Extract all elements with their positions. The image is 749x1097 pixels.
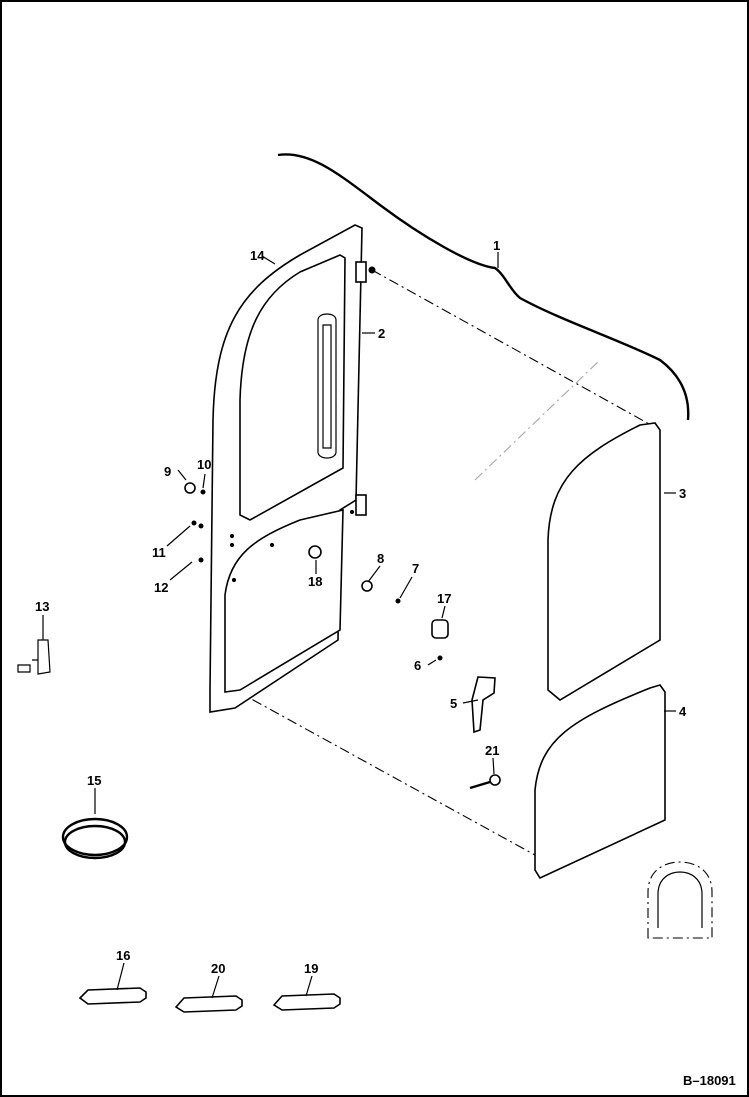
callout-1: 1 xyxy=(493,238,500,253)
callout-15: 15 xyxy=(87,773,101,788)
hardware-parts xyxy=(17,482,501,860)
callout-2: 2 xyxy=(378,326,385,341)
leader-lines xyxy=(42,252,676,999)
callout-9: 9 xyxy=(164,464,171,479)
callout-12: 12 xyxy=(154,580,168,595)
sealant-tubes xyxy=(78,987,341,1013)
callout-17: 17 xyxy=(437,591,451,606)
callout-11: 11 xyxy=(152,545,166,560)
lower-glass-panel xyxy=(534,684,666,880)
orientation-symbol xyxy=(647,861,713,939)
callout-19: 19 xyxy=(304,961,318,976)
callout-4: 4 xyxy=(679,704,687,719)
callout-6: 6 xyxy=(414,658,421,673)
callout-18: 18 xyxy=(308,574,322,589)
callout-8: 8 xyxy=(377,551,384,566)
callout-21: 21 xyxy=(485,743,499,758)
figure-number: B–18091 xyxy=(683,1073,736,1088)
door-frame xyxy=(209,224,376,713)
callout-7: 7 xyxy=(412,561,419,576)
callouts: 1 2 3 4 5 6 7 8 9 10 11 12 13 14 15 16 1… xyxy=(35,238,687,976)
callout-3: 3 xyxy=(679,486,686,501)
callout-10: 10 xyxy=(197,457,211,472)
cab-outline xyxy=(234,153,690,856)
callout-20: 20 xyxy=(211,961,225,976)
upper-glass-panel xyxy=(547,422,661,701)
callout-13: 13 xyxy=(35,599,49,614)
callout-5: 5 xyxy=(450,696,457,711)
callout-16: 16 xyxy=(116,948,130,963)
callout-14: 14 xyxy=(250,248,265,263)
